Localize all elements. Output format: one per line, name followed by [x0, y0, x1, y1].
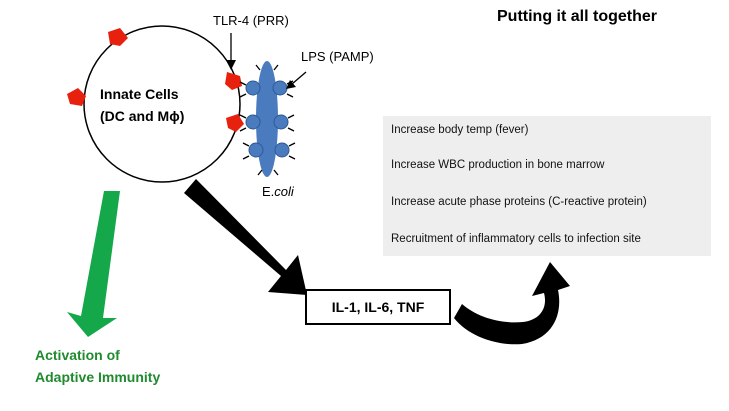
adaptive-immunity-label: Activation of Adaptive Immunity: [35, 344, 160, 388]
lps-molecules: [239, 64, 296, 176]
ecoli-label-italic: coli: [274, 184, 294, 199]
ecoli-label-prefix: E.: [262, 184, 275, 199]
receptor-top: [108, 28, 128, 46]
page-title: Putting it all together: [497, 8, 657, 25]
tlr4-label: TLR-4 (PRR): [213, 13, 289, 28]
effects-box: Increase body temp (fever) Increase WBC …: [383, 116, 711, 256]
receptor-right-upper: [225, 72, 242, 90]
adaptive-line2: Adaptive Immunity: [35, 369, 161, 385]
black-arrow-to-cytokines: [184, 179, 307, 295]
innate-cell-label-line2: (DC and Mϕ): [100, 108, 185, 124]
lps-label: LPS (PAMP): [301, 49, 374, 64]
innate-cell-label-line1: Innate Cells: [100, 86, 179, 102]
effect-fever: Increase body temp (fever): [391, 124, 529, 136]
tlr4-pointer-head: [226, 60, 236, 70]
effect-recruitment: Recruitment of inflammatory cells to inf…: [391, 233, 641, 245]
lps-pointer-head: [286, 80, 296, 89]
innate-cell-label: Innate Cells (DC and Mϕ): [100, 83, 230, 127]
green-arrow: [67, 191, 120, 337]
ecoli-label: E.coli: [262, 184, 294, 199]
innate-cell-circle: [83, 25, 241, 183]
curved-arrow-to-effects: [454, 262, 570, 345]
effect-acute-phase: Increase acute phase proteins (C-reactiv…: [391, 196, 647, 208]
effect-wbc: Increase WBC production in bone marrow: [391, 159, 605, 171]
receptor-left: [67, 88, 86, 106]
cytokines-box: IL-1, IL-6, TNF: [305, 289, 451, 325]
adaptive-line1: Activation of: [35, 347, 120, 363]
lps-pointer-line: [291, 71, 307, 85]
receptor-right-lower: [226, 114, 244, 132]
